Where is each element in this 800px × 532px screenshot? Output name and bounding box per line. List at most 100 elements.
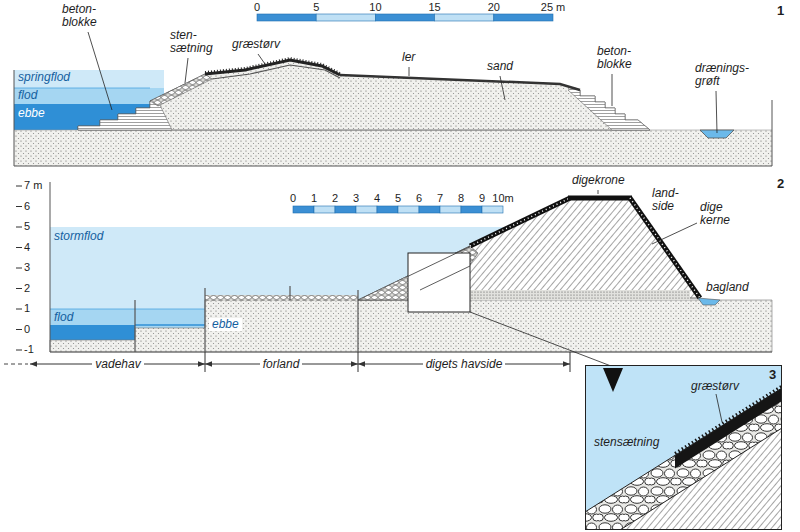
- panel-frame: [50, 182, 51, 352]
- axis-number: 1: [24, 302, 30, 315]
- part-label: beton- blokke: [597, 45, 632, 71]
- scale-bar: [419, 206, 440, 213]
- stone-setting: [585, 388, 782, 530]
- scale-bar: [440, 206, 461, 213]
- zone-label: digets havside: [423, 358, 506, 371]
- scale-number: 5: [395, 192, 401, 205]
- water-springflod: [14, 70, 164, 88]
- ground: [14, 130, 772, 166]
- scale-bar: [293, 206, 314, 213]
- scale-bar: [314, 206, 335, 213]
- zone-post: [204, 288, 205, 352]
- axis-number: 6: [24, 200, 30, 213]
- zone-post: [134, 300, 135, 352]
- axis-tick: [16, 206, 22, 207]
- water-line: [135, 324, 205, 325]
- grass-tufts: [675, 386, 782, 453]
- part-label: digekrone: [572, 174, 625, 187]
- leader-line: [258, 54, 265, 64]
- scale-bar: [257, 14, 316, 21]
- part-label: dige kerne: [700, 201, 730, 227]
- zone-label: vadehav: [92, 358, 143, 371]
- zone-post: [289, 286, 290, 300]
- inset-panel: 3 græstørv stensætning: [585, 365, 782, 530]
- panel-frame: [50, 352, 772, 353]
- part-label: drænings- grøft: [695, 62, 749, 88]
- zone-tick: [570, 352, 571, 372]
- scale-bar: [494, 14, 553, 21]
- axis-number: -1: [24, 343, 34, 356]
- grass-tufts: [205, 58, 340, 73]
- axis-tick: [16, 288, 22, 289]
- detail-line: [420, 266, 470, 290]
- leader-line: [500, 76, 505, 100]
- axis-number: 4: [24, 241, 30, 254]
- scale-bar: [482, 206, 503, 213]
- scale-bar: [335, 206, 356, 213]
- panel-number: 1: [777, 3, 784, 18]
- water-level: springflod: [18, 71, 70, 84]
- scale-number: 0: [254, 1, 260, 14]
- grass-turf: [470, 198, 570, 246]
- axis-number: 3: [24, 261, 30, 274]
- scale-bar: [435, 14, 494, 21]
- water-level: stormflod: [54, 230, 103, 243]
- panel-number: 3: [769, 367, 776, 382]
- scale-number: 7: [437, 192, 443, 205]
- scale-bar: [461, 206, 482, 213]
- scale-number: 9: [479, 192, 485, 205]
- zone-tick: [358, 352, 359, 372]
- scale-bar: [375, 14, 434, 21]
- zone-post: [357, 290, 358, 352]
- axis-tick: [16, 309, 22, 310]
- detail-line: [408, 247, 470, 277]
- grass-texture: [630, 198, 700, 298]
- zone-tick: [205, 352, 206, 372]
- scale-number: 8: [458, 192, 464, 205]
- water-flod: [14, 88, 164, 104]
- zone-dash: [4, 364, 28, 365]
- clay-layer: [340, 75, 580, 90]
- grass-texture: [470, 198, 570, 246]
- panel-frame: [772, 100, 773, 166]
- scale-number: 10: [369, 1, 381, 14]
- panel-frame: [14, 166, 772, 167]
- zone-label: forland: [260, 358, 303, 371]
- part-label: sten- sætning: [170, 29, 213, 55]
- water-level: ebbe: [18, 107, 45, 120]
- scale-bar: [398, 206, 419, 213]
- stone-setting: [150, 74, 212, 106]
- concrete-blocks: [568, 88, 650, 130]
- dike-body: [78, 60, 650, 130]
- scale-number: 5: [313, 1, 319, 14]
- grass-turf: [205, 60, 340, 75]
- scale-bar: [356, 206, 377, 213]
- scale-number: 2: [332, 192, 338, 205]
- axis-number: 0: [24, 323, 30, 336]
- part-label: land- side: [652, 187, 679, 213]
- leader-line: [598, 190, 599, 194]
- axis-number: 2: [24, 282, 30, 295]
- part-label: beton- blokke: [62, 3, 97, 29]
- detail-illustration: [585, 365, 782, 530]
- scale-bar: [316, 14, 375, 21]
- dike-base: [440, 290, 690, 300]
- leader-line: [88, 32, 112, 110]
- panel-number: 2: [777, 176, 784, 191]
- axis-tick: [16, 247, 22, 248]
- scale-number: 6: [416, 192, 422, 205]
- scale-number: 25 m: [541, 1, 565, 14]
- water-level: ebbe: [209, 318, 242, 331]
- part-label: stensætning: [594, 436, 659, 449]
- scale-number: 15: [428, 1, 440, 14]
- axis-tick: [16, 329, 22, 330]
- drainage-ditch: [698, 298, 720, 305]
- grass-turf: [675, 388, 782, 468]
- part-label: græstørv: [232, 38, 280, 51]
- axis-tick: [16, 350, 22, 351]
- part-label: græstørv: [691, 380, 739, 393]
- axis-tick: [16, 268, 22, 269]
